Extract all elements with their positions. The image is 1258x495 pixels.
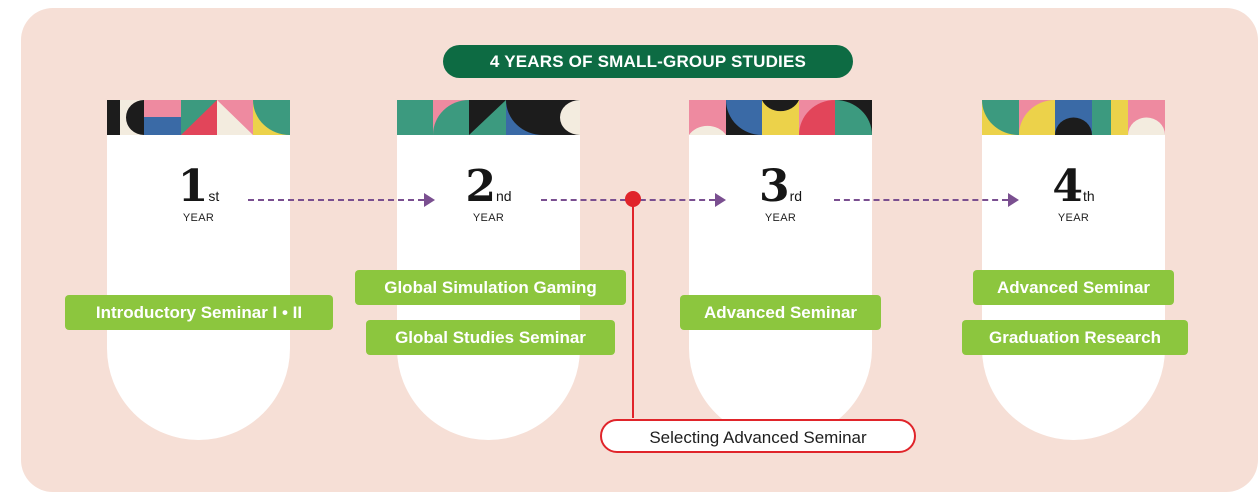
course-tag: Introductory Seminar I • II <box>65 295 333 330</box>
callout-connector <box>632 200 634 418</box>
course-tag: Advanced Seminar <box>680 295 881 330</box>
year-card-1: 1st YEAR <box>107 100 290 440</box>
arrow-1-to-2 <box>248 199 424 201</box>
pattern-band <box>689 100 872 135</box>
arrow-head-icon <box>1008 193 1019 207</box>
year-heading: 1st YEAR <box>107 165 290 225</box>
card-body <box>689 135 872 440</box>
course-tag: Graduation Research <box>962 320 1188 355</box>
year-label: YEAR <box>182 212 215 224</box>
arrow-head-icon <box>424 193 435 207</box>
year-number: 2 <box>465 161 497 212</box>
year-card-3: 3rd YEAR <box>689 100 872 440</box>
year-suffix: th <box>1082 188 1095 204</box>
card-body <box>107 135 290 440</box>
year-number: 4 <box>1052 161 1083 212</box>
year-number: 3 <box>758 161 790 212</box>
year-suffix: rd <box>789 188 803 204</box>
year-suffix: st <box>208 188 220 204</box>
year-label: YEAR <box>1057 212 1090 224</box>
year-heading: 3rd YEAR <box>689 165 872 225</box>
diagram-title: 4 YEARS OF SMALL-GROUP STUDIES <box>443 45 853 78</box>
year-label: YEAR <box>472 212 505 224</box>
year-label: YEAR <box>764 212 797 224</box>
pattern-band <box>397 100 580 135</box>
year-number: 1 <box>177 161 209 212</box>
course-tag: Global Studies Seminar <box>366 320 615 355</box>
year-heading: 4th YEAR <box>982 165 1165 225</box>
pattern-band <box>107 100 290 135</box>
course-tag: Advanced Seminar <box>973 270 1174 305</box>
year-heading: 2nd YEAR <box>397 165 580 225</box>
arrow-head-icon <box>715 193 726 207</box>
course-tag: Global Simulation Gaming <box>355 270 626 305</box>
pattern-band <box>982 100 1165 135</box>
arrow-3-to-4 <box>834 199 1008 201</box>
callout-marker-dot <box>625 191 641 207</box>
callout-label: Selecting Advanced Seminar <box>600 419 916 453</box>
year-suffix: nd <box>496 188 512 204</box>
